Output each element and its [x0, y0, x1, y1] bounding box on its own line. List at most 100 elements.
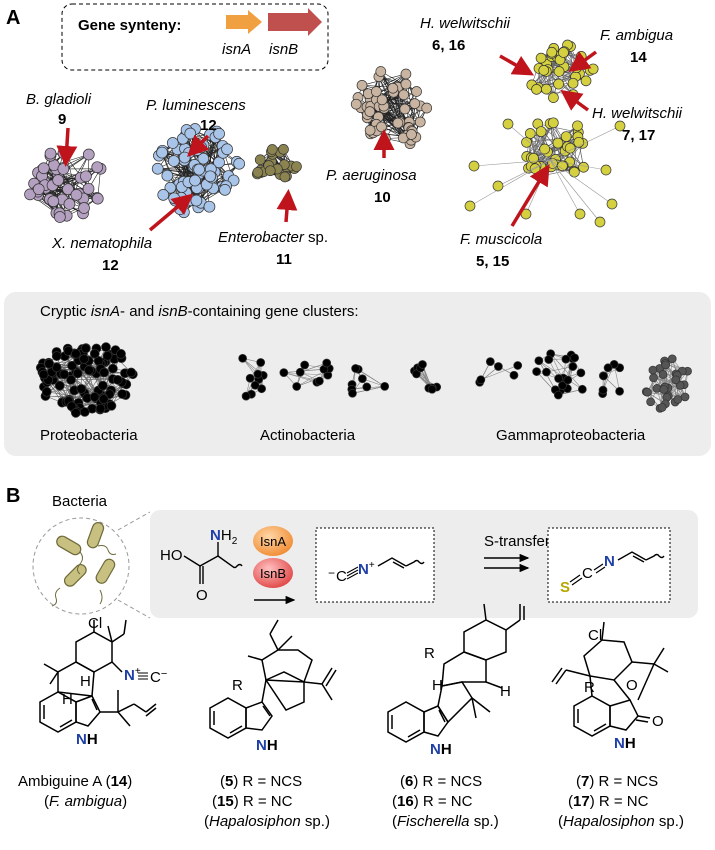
network-edge — [551, 56, 574, 95]
cn-double-bond — [593, 563, 606, 574]
group-actinobacteria: Actinobacteria — [260, 427, 356, 444]
network-node — [464, 200, 476, 212]
network-node — [184, 127, 197, 140]
network-node — [567, 77, 579, 89]
network-node — [82, 148, 95, 161]
network-node — [538, 65, 550, 76]
network-node — [89, 392, 100, 402]
network-edge — [52, 185, 85, 209]
cryptic-networks — [35, 342, 692, 418]
label-h-welwitschii-1-cmpd: 6, 16 — [432, 37, 465, 54]
network-node — [375, 66, 387, 77]
chem-n-plus: N+ — [358, 560, 375, 578]
bacterium-cell — [95, 558, 116, 584]
network-node — [568, 362, 578, 371]
network-node — [63, 198, 76, 210]
network-node — [72, 368, 83, 379]
caption-16: (16) R = NC — [392, 793, 473, 810]
network-edge — [549, 125, 621, 161]
network-node — [156, 146, 168, 159]
s3-h1: H — [432, 677, 443, 694]
network-node — [322, 358, 332, 368]
arrow-h-welwitschii-2 — [560, 89, 590, 112]
network-node — [615, 386, 624, 396]
network-node — [548, 92, 559, 103]
chem-c2: C — [582, 565, 593, 582]
legend-title: Gene synteny: — [78, 17, 181, 34]
network-node — [376, 121, 387, 133]
caption-ambiguine-source: (F. ambigua) — [44, 793, 127, 810]
network-node — [300, 360, 309, 370]
s-transfer-label: S-transfer — [484, 533, 550, 550]
network-node — [524, 128, 536, 139]
label-f-muscicola-cmpd: 5, 15 — [476, 253, 509, 270]
network-node — [245, 373, 255, 383]
chem-nh2: NH2 — [210, 527, 238, 547]
network-edge — [549, 159, 607, 171]
network-node — [406, 129, 417, 140]
legend-gene-b: isnB — [269, 41, 298, 58]
label-f-ambigua: F. ambigua — [600, 27, 673, 44]
panel-a-letter: A — [6, 7, 20, 29]
network-node — [91, 192, 104, 205]
network-node — [44, 147, 57, 160]
s1-cl: Cl — [88, 615, 102, 632]
network-node — [414, 116, 426, 128]
network-node — [250, 380, 260, 390]
network-node — [70, 408, 81, 418]
network-node — [657, 403, 667, 412]
network-node — [80, 170, 92, 183]
network-edge — [111, 372, 132, 406]
network-node — [569, 166, 580, 178]
network-node — [492, 180, 504, 192]
network-node — [400, 68, 412, 80]
label-p-luminescens: P. luminescens — [146, 97, 246, 114]
network-node — [552, 137, 564, 149]
chem-c: C — [336, 568, 347, 585]
cryptic-title: Cryptic isnA- and isnB-containing gene c… — [40, 303, 359, 320]
bacterium-cell — [56, 535, 82, 556]
network-node — [667, 354, 677, 364]
network-node — [680, 392, 690, 402]
network-node — [51, 351, 62, 361]
chem-o: O — [196, 587, 208, 604]
label-enterobacter: Enterobacter sp. — [218, 229, 328, 246]
network-node — [409, 98, 421, 109]
network-node — [221, 143, 233, 156]
network-node — [356, 79, 368, 91]
enzyme-isnA-label: IsnA — [260, 534, 286, 549]
network-node — [358, 374, 367, 384]
network-node — [646, 397, 655, 407]
s1-h2: H — [62, 691, 73, 708]
network-node — [387, 82, 399, 94]
network-edge — [546, 366, 573, 373]
network-node — [37, 162, 50, 175]
network-node — [364, 124, 376, 136]
structure-ambiguine-a — [39, 619, 157, 733]
caption-7: (7) R = NCS — [576, 773, 658, 790]
s3-r: R — [424, 645, 435, 662]
network-node — [32, 183, 45, 196]
network-node — [561, 354, 571, 364]
s1-triple — [138, 672, 148, 680]
isnA-gene-arrow — [226, 10, 262, 34]
network-node — [233, 157, 246, 170]
structure-6-16 — [387, 603, 525, 743]
network-node — [278, 144, 289, 155]
network-node — [380, 382, 390, 391]
label-f-ambigua-cmpd: 14 — [630, 49, 647, 66]
network-node — [350, 98, 362, 110]
network-node — [502, 118, 514, 130]
vinyl-chain-2 — [617, 551, 665, 563]
bacterium-cell — [63, 563, 87, 587]
s2-r: R — [232, 677, 243, 694]
caption-15: (15) R = NC — [212, 793, 293, 810]
network-node — [412, 369, 421, 379]
network-node — [659, 385, 669, 394]
network-node — [649, 373, 658, 383]
network-node — [531, 84, 542, 95]
label-p-aeruginosa-cmpd: 10 — [374, 189, 391, 206]
network-node — [190, 194, 203, 207]
s4-o-ring: O — [626, 677, 638, 694]
arrow-f-muscicola — [510, 164, 550, 227]
